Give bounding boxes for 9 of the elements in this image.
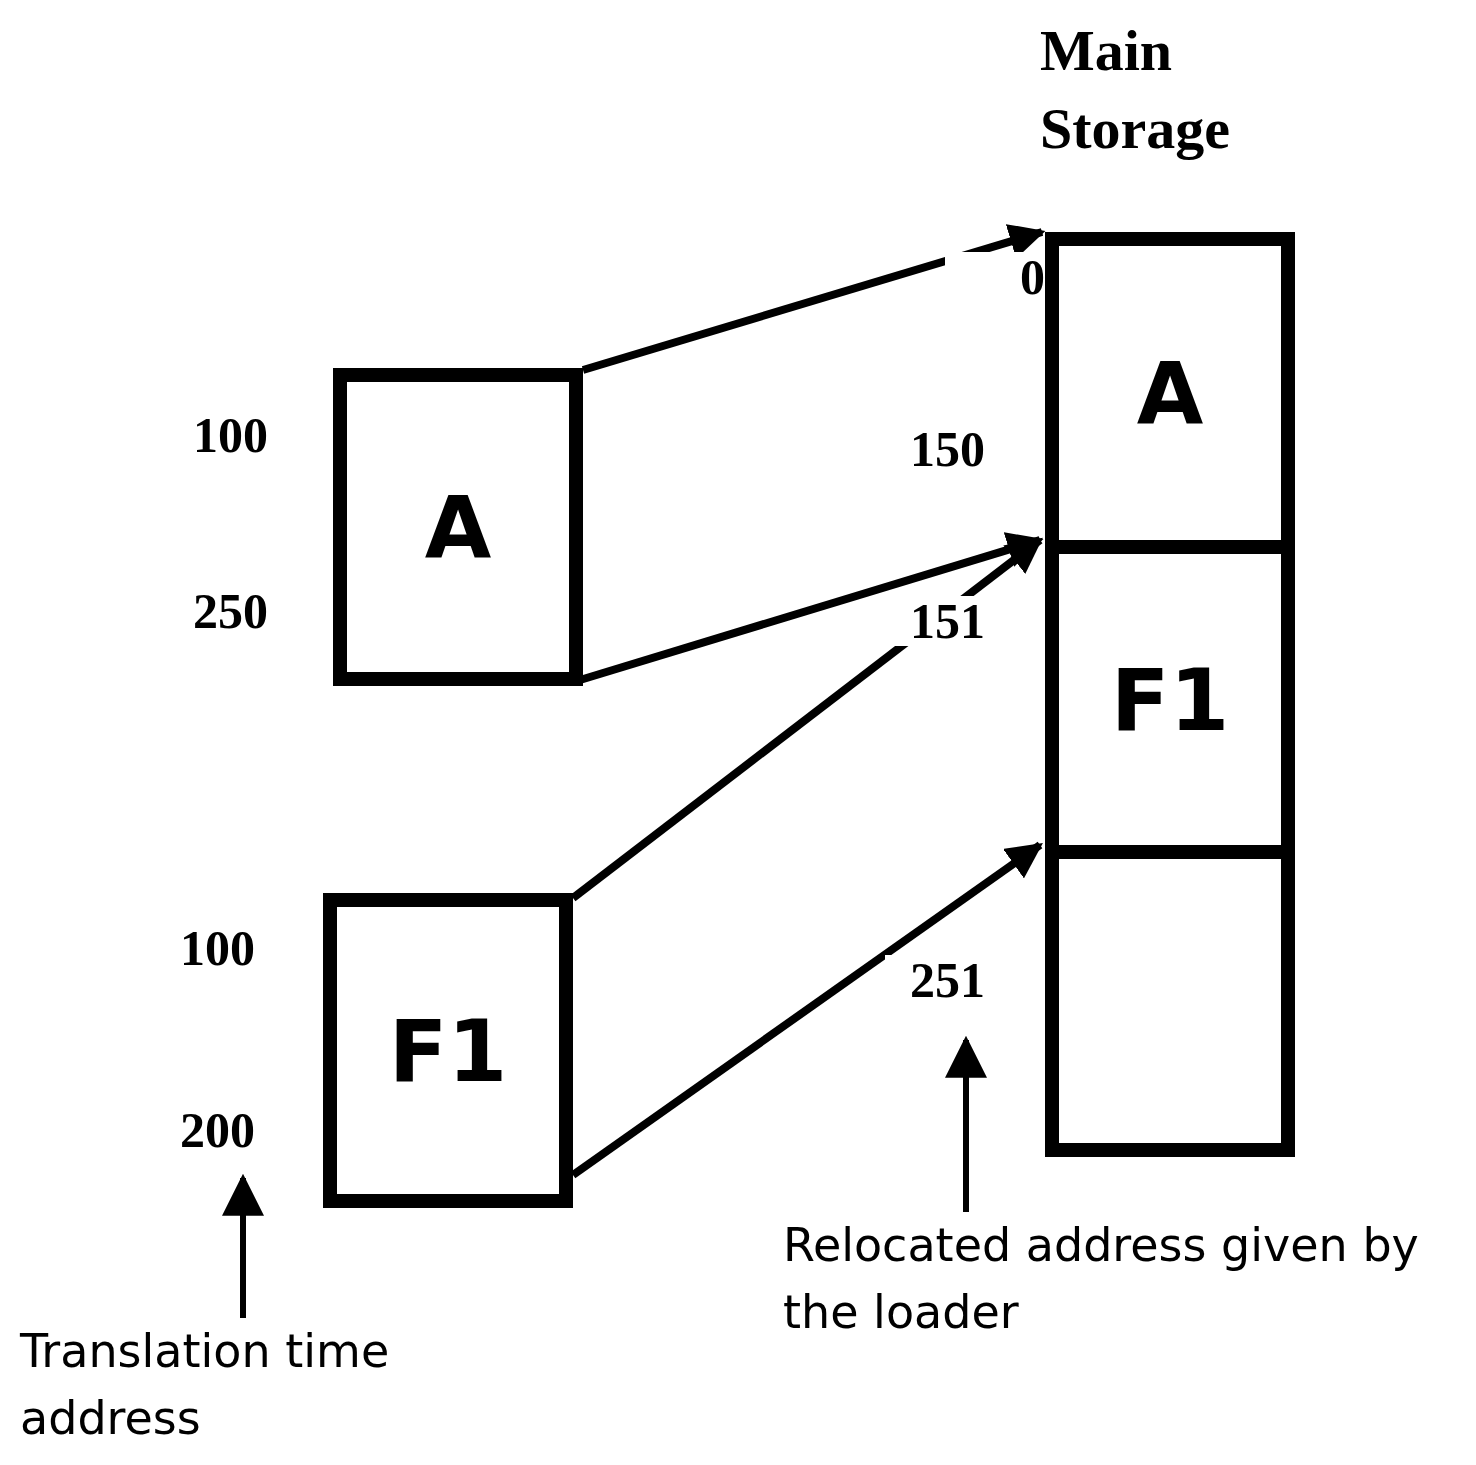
module-box: F1 (323, 893, 573, 1208)
leader-line (945, 1035, 987, 1212)
arrow (581, 224, 1046, 374)
arrow (570, 536, 1043, 902)
column-heading: Main Storage (1040, 17, 1232, 164)
annotation-text: Relocated address given by the loader (783, 1212, 1473, 1357)
module-box: A (333, 368, 583, 686)
leader-line (222, 1173, 264, 1318)
annotation-text: Translation time address (20, 1318, 500, 1463)
